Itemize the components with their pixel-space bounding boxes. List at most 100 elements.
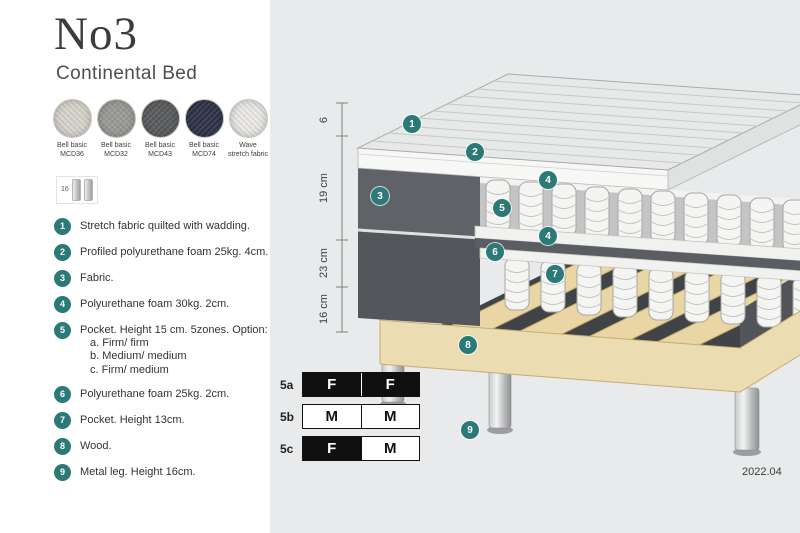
diagram-callout-badge: 7 [546,265,564,283]
pocket-spring [683,192,709,246]
firmness-cell: M [360,405,419,428]
metal-leg [488,369,512,429]
pocket-spring [584,186,610,240]
page-subtitle: Continental Bed [56,63,198,85]
foam-layer-tier2-top [479,247,800,282]
firmness-row-label: 5c [280,441,294,456]
diagram-callout-badge: 2 [466,143,484,161]
legend-number-badge: 5 [54,321,71,339]
legend-item: 9 Metal leg. Height 16cm. [54,463,270,481]
firmness-row-label: 5a [280,377,294,392]
legend-item: 7 Pocket. Height 13cm. [54,411,270,429]
dimension-label: 23 cm [318,248,330,278]
pocket-spring [576,262,602,316]
legend-item: 6 Polyurethane foam 25kg. 2cm. [54,385,270,403]
legend-number-badge: 8 [54,437,71,455]
legend-number-badge: 7 [54,411,71,429]
lower-box-fabric-side [358,231,480,326]
firmness-cell: M [360,437,419,460]
firmness-table: 5a F F 5b M M 5c F M [280,372,420,468]
diagram-callout-badge: 6 [486,243,504,261]
top-mattress [356,73,800,191]
leg-thumbnail-dimension: 16 [61,186,69,194]
diagram-callout-badge: 1 [403,115,421,133]
page-title: No3 [54,8,138,60]
leg-height-thumbnail: 16 [56,175,98,204]
metal-leg [734,387,760,451]
legend-item: 3 Fabric. [54,269,270,287]
diagram-callout-badge: 8 [459,336,477,354]
pocket-spring [782,199,800,253]
diagram-callout-badge: 4 [539,171,557,189]
legend-option: c. Firm/ medium [90,363,169,376]
fabric-swatch-circle [96,99,136,139]
wood-base-rim [379,310,800,393]
leg-cylinder-icon [83,178,93,201]
pocket-spring [648,267,674,321]
legend-list: 1 Stretch fabric quilted with wadding. 2… [54,217,270,481]
legend-item-text: Pocket. Height 15 cm. 5zones. Option: a.… [80,323,268,376]
firmness-cell: F [303,437,361,460]
pocket-spring [749,197,775,251]
firmness-row-5c: 5c F M [280,436,420,461]
legend-option: b. Medium/ medium [90,350,187,363]
legend-item-text: Stretch fabric quilted with wadding. [80,219,250,232]
legend-item: 4 Polyurethane foam 30kg. 2cm. [54,295,270,313]
legend-number-badge: 1 [54,217,71,235]
legend-number-badge: 9 [54,463,71,481]
illustration-panel: 6 19 cm 23 cm 16 cm [270,0,800,533]
fabric-swatch-circle [52,99,92,139]
revision-date: 2022.04 [742,466,782,478]
firmness-row-5a: 5a F F [280,372,420,397]
legend-number-badge: 2 [54,243,71,261]
diagram-callout-badge: 5 [493,199,511,217]
legend-item: 5 Pocket. Height 15 cm. 5zones. Option: … [54,321,270,377]
firmness-row-label: 5b [280,409,295,424]
fabric-swatch-circle [184,99,224,139]
dimension-label: 19 cm [318,173,330,203]
fabric-swatch-circle [228,99,268,139]
pocket-spring [720,271,746,325]
leg-cylinder-icon [71,178,81,201]
legend-item-text: Metal leg. Height 16cm. [80,465,196,478]
diagram-callout-badge: 3 [371,187,389,205]
pocket-spring [756,274,782,328]
pocket-spring [518,181,544,235]
pocket-spring [716,194,742,248]
legend-item-text: Pocket. Height 13cm. [80,413,185,426]
pocket-spring [612,264,638,318]
firmness-cell: F [303,373,361,396]
fabric-swatch-circle [140,99,180,139]
dimension-lines [336,102,348,333]
box-gap-fabric [475,238,800,271]
firmness-cell: F [360,373,419,396]
dimension-label: 6 [318,117,330,123]
legend-option: a. Firm/ firm [90,337,149,350]
legend-item-text: Polyurethane foam 30kg. 2cm. [80,297,230,310]
firmness-row-5b: 5b M M [280,404,420,429]
legend-item: 2 Profiled polyurethane foam 25kg. 4cm. [54,243,270,261]
diagram-callout-badge: 4 [539,227,557,245]
legend-item: 8 Wood. [54,437,270,455]
firmness-cell: M [303,405,361,428]
pocket-spring [551,183,577,237]
pocket-spring [617,188,643,242]
diagram-callout-badge: 9 [461,421,479,439]
quilt-stitch-lines [372,80,800,164]
pocket-spring [684,269,710,323]
legend-number-badge: 3 [54,269,71,287]
legend-number-badge: 6 [54,385,71,403]
dimension-label: 16 cm [318,294,330,324]
legend-item-text: Polyurethane foam 25kg. 2cm. [80,387,230,400]
